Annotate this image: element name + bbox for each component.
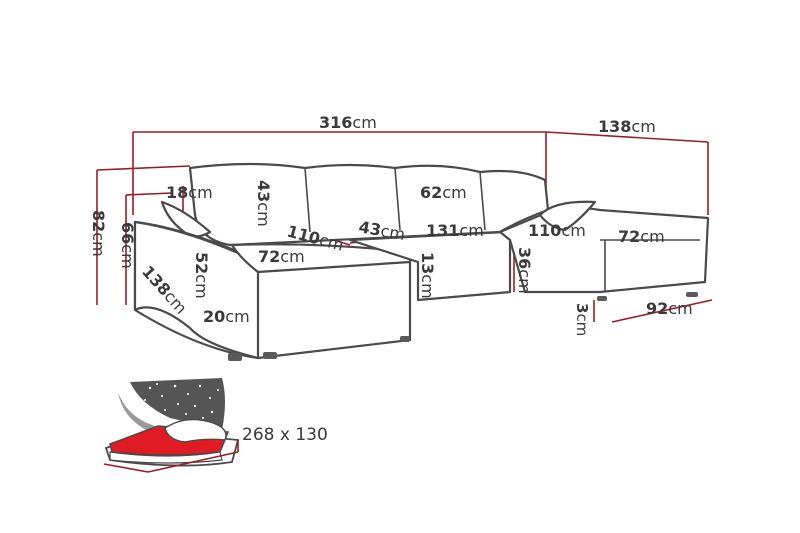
sofa-outline bbox=[133, 162, 710, 361]
label-seat-depth-left: 72cm bbox=[258, 247, 305, 266]
label-right-depth: 110cm bbox=[528, 221, 586, 240]
label-right-height: 36cm bbox=[515, 247, 534, 294]
label-seat-height-center: 13cm bbox=[418, 252, 437, 299]
label-armrest-height: 52cm bbox=[192, 252, 211, 299]
label-backrest-height: 18cm bbox=[166, 183, 213, 202]
label-arm-width: 20cm bbox=[203, 307, 250, 326]
label-seat-depth-right: 72cm bbox=[618, 227, 665, 246]
bed-size-label: 268 x 130 bbox=[242, 425, 328, 445]
label-seat-back-height: 66cm bbox=[118, 222, 137, 269]
label-leg-height: 3cm bbox=[573, 303, 591, 336]
label-seat-offset: 43cm bbox=[357, 217, 406, 244]
label-back-cushion-width: 62cm bbox=[420, 183, 467, 202]
label-total-height: 82cm bbox=[89, 210, 108, 257]
dimension-labels: 316cm 138cm 18cm 43cm 62cm 82cm 66cm 110… bbox=[89, 113, 693, 336]
label-total-width: 316cm bbox=[319, 113, 377, 132]
label-right-chaise-width: 92cm bbox=[646, 299, 693, 318]
label-cushion-height: 43cm bbox=[254, 180, 273, 227]
sofa-bed-icon: 268 x 130 bbox=[103, 378, 328, 473]
label-chaise-width: 138cm bbox=[598, 117, 656, 136]
label-center-width: 131cm bbox=[426, 221, 484, 240]
